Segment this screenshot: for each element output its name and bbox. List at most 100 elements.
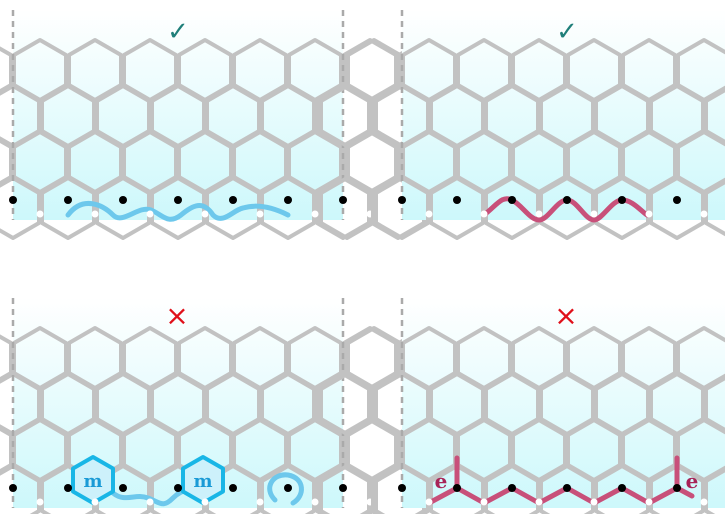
boundary-vertex-dark <box>9 196 17 204</box>
check-mark: ✓ <box>167 17 189 47</box>
boundary-vertex-light <box>311 498 319 506</box>
boundary-vertex-light <box>36 210 44 218</box>
boundary-vertex-dark <box>563 484 571 492</box>
hex-cell <box>704 467 725 514</box>
hex-cell <box>374 176 430 240</box>
hex-cell <box>0 46 13 94</box>
boundary-vertex-light <box>256 498 264 506</box>
boundary-vertices <box>398 196 708 218</box>
boundary-vertex-dark <box>64 196 72 204</box>
hex-cell <box>704 179 725 237</box>
hex-cell <box>150 176 206 240</box>
blue-loop-string <box>267 472 304 506</box>
boundary-vertex-dark <box>229 196 237 204</box>
boundary-vertex-light <box>700 210 708 218</box>
m-particle-right: m <box>181 455 225 505</box>
boundary-vertex-light <box>480 498 488 506</box>
boundary-vertex-light <box>256 210 264 218</box>
blue-wavy-string <box>65 201 291 222</box>
hex-cell <box>594 176 650 240</box>
boundary-vertices <box>398 484 708 506</box>
hex-cell <box>594 464 650 514</box>
boundary-vertex-light <box>201 210 209 218</box>
m-particle-left: m <box>71 455 115 505</box>
hex-cell <box>260 464 316 514</box>
boundary-vertex-dark <box>174 484 182 492</box>
panel-bottom-right: e e × <box>319 298 725 514</box>
e-label-left: e <box>435 469 448 493</box>
boundary-vertex-light <box>146 210 154 218</box>
boundary-vertex-light <box>36 498 44 506</box>
m-label: m <box>83 471 102 492</box>
hex-cell <box>429 464 485 514</box>
boundary-vertex-light <box>645 210 653 218</box>
panel-top-right: ✓ <box>319 10 725 240</box>
boundary-vertex-light <box>91 498 99 506</box>
hex-cell <box>429 176 485 240</box>
boundary-vertex-dark <box>284 484 292 492</box>
hex-cell <box>374 464 430 514</box>
boundary-vertex-dark <box>563 196 571 204</box>
boundary-vertex-light <box>535 498 543 506</box>
boundary-vertex-dark <box>618 196 626 204</box>
boundary-vertex-dark <box>119 484 127 492</box>
boundary-vertices <box>9 484 374 506</box>
boundary-vertex-light <box>146 498 154 506</box>
hex-cell <box>95 176 151 240</box>
boundary-vertex-light <box>91 210 99 218</box>
m-label: m <box>193 471 212 492</box>
boundary-vertex-dark <box>174 196 182 204</box>
e-label-right: e <box>686 469 699 493</box>
hex-cell <box>704 375 725 433</box>
hex-cell <box>539 176 595 240</box>
hex-cell <box>539 464 595 514</box>
cross-mark: × <box>165 299 188 332</box>
hex-cell <box>484 464 540 514</box>
boundary-vertex-dark <box>673 196 681 204</box>
boundary-vertex-dark <box>508 196 516 204</box>
boundary-vertex-light <box>590 498 598 506</box>
boundary-vertex-dark <box>453 196 461 204</box>
boundary-vertex-dark <box>9 484 17 492</box>
boundary-vertex-dark <box>64 484 72 492</box>
hex-cell <box>484 176 540 240</box>
check-mark: ✓ <box>556 17 578 47</box>
hex-cell <box>205 176 261 240</box>
boundary-vertex-light <box>201 498 209 506</box>
panel-background <box>402 10 725 220</box>
boundary-vertex-light <box>700 498 708 506</box>
hex-cell <box>319 176 375 240</box>
hex-cell <box>40 176 96 240</box>
boundary-vertex-dark <box>284 196 292 204</box>
boundary-vertex-dark <box>229 484 237 492</box>
boundary-vertex-dark <box>508 484 516 492</box>
panel-bottom-left: m m × <box>0 298 453 514</box>
hex-cell <box>0 176 41 240</box>
boundary-vertex-dark <box>618 484 626 492</box>
boundary-vertex-light <box>311 210 319 218</box>
hex-cell <box>649 464 705 514</box>
hex-cell <box>260 176 316 240</box>
boundary-vertex-light <box>425 498 433 506</box>
boundary-vertex-dark <box>339 484 347 492</box>
boundary-vertex-light <box>535 210 543 218</box>
boundary-vertex-dark <box>398 484 406 492</box>
boundary-vertex-light <box>590 210 598 218</box>
hex-cell <box>704 87 725 145</box>
boundary-vertices <box>9 196 374 218</box>
boundary-vertex-dark <box>119 196 127 204</box>
hex-cell <box>0 334 13 382</box>
boundary-vertex-dark <box>339 196 347 204</box>
hex-cell <box>319 464 375 514</box>
boundary-vertex-light <box>645 498 653 506</box>
boundary-vertex-light <box>480 210 488 218</box>
hex-cell <box>649 176 705 240</box>
hex-cell <box>0 138 13 186</box>
panel-background <box>13 10 343 220</box>
cross-mark: × <box>554 299 577 332</box>
honeycomb-lattice <box>319 326 725 514</box>
hex-cell <box>0 426 13 474</box>
boundary-vertex-light <box>425 210 433 218</box>
boundary-vertex-dark <box>453 484 461 492</box>
